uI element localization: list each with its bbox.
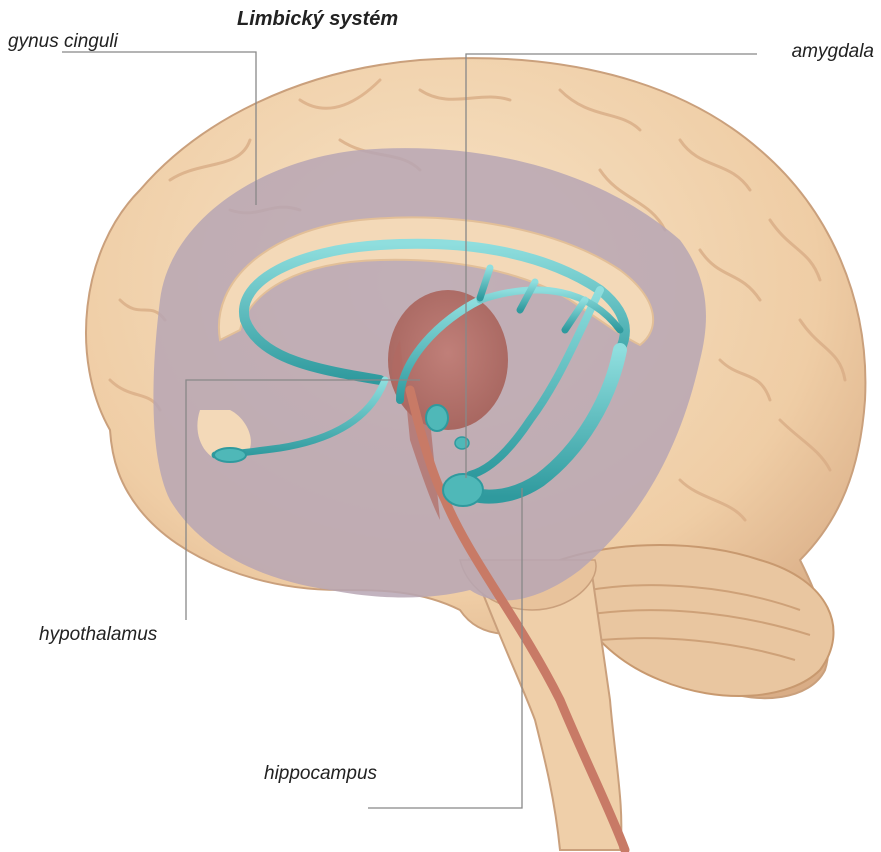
label-hypothalamus: hypothalamus: [39, 625, 157, 644]
label-hippocampus: hippocampus: [264, 764, 377, 783]
label-amygdala: amygdala: [792, 42, 874, 61]
amygdala-body: [443, 474, 483, 506]
mamillary-body: [426, 405, 448, 431]
small-nucleus: [455, 437, 469, 449]
label-gyrus-cinguli: gynus cinguli: [8, 32, 118, 51]
diagram-title: Limbický systém: [237, 9, 398, 29]
thalamus: [388, 290, 508, 430]
